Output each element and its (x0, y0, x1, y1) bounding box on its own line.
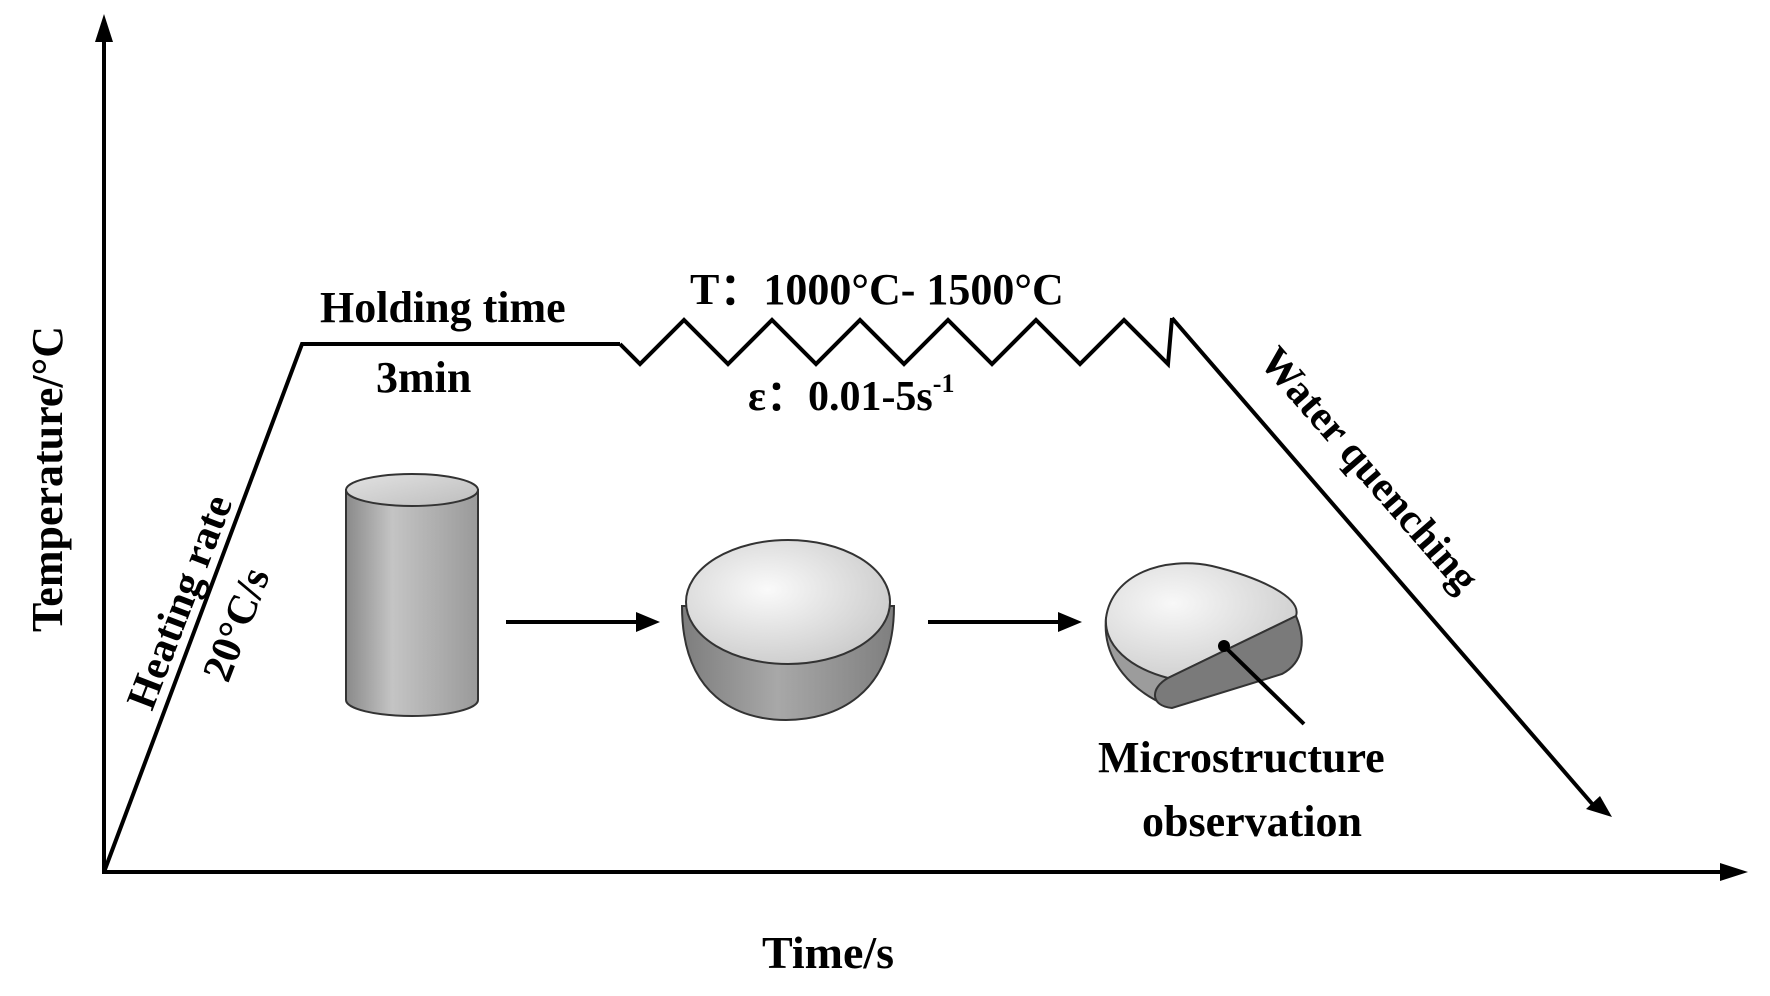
sectioned-specimen (1104, 562, 1306, 726)
observation-pointer-line (1222, 644, 1306, 726)
observation-label-line1: Microstructure (1098, 733, 1385, 782)
disk-top (685, 539, 891, 665)
x-axis-label: Time/s (762, 927, 894, 978)
y-axis-arrowhead (95, 14, 113, 42)
cylinder-top (345, 473, 479, 507)
x-axis-arrowhead (1720, 863, 1748, 881)
water-quench-line (1170, 316, 1596, 808)
strain-rate-label: ε：0.01-5s-1 (748, 369, 954, 420)
holding-duration-value: 3min (376, 353, 471, 402)
strain-rate-prefix: ε：0.01-5s (748, 374, 933, 420)
cut-face (1154, 614, 1303, 710)
half-disk-top (1104, 562, 1298, 680)
quench-arrowhead (1586, 796, 1612, 817)
observation-label-line2: observation (1142, 797, 1362, 846)
holding-time-label: Holding time (320, 283, 566, 332)
strain-rate-exponent: -1 (933, 369, 955, 398)
heating-ramp-and-holding-line (102, 342, 620, 873)
y-axis-label: Temperature/°C (23, 326, 72, 632)
arrow-1-head (636, 612, 660, 632)
arrow-2-head (1058, 612, 1082, 632)
specimens (345, 473, 1306, 726)
deformation-zigzag-line (618, 317, 1174, 369)
cylinder-specimen (345, 473, 479, 717)
temperature-range-label: T：1000°C- 1500°C (690, 265, 1064, 314)
axes (95, 14, 1748, 881)
compressed-disk-specimen (680, 539, 896, 722)
process-curve (102, 316, 1612, 873)
cylinder-body (345, 489, 479, 717)
water-quenching-label: Water quenching (1250, 338, 1487, 601)
